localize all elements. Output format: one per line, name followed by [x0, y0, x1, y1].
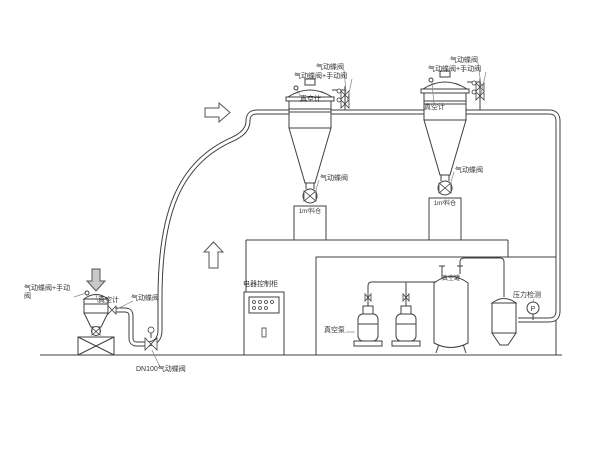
valve-bowtie-left: [144, 337, 152, 351]
vacuum-pump-2: [391, 305, 421, 347]
pump-base: [353, 340, 383, 347]
receiver-left: [285, 78, 350, 241]
pipe-outline: [114, 109, 561, 347]
top-valve-upper: [475, 82, 481, 92]
valve-actuator-icon: [471, 80, 477, 86]
label-vacuum-pump: 真空泵: [324, 327, 345, 334]
valve-actuator-icon: [336, 88, 342, 94]
label-dn100-valve: DN100气动蝶阀: [136, 366, 186, 373]
vacuum-buffer-tank: [433, 265, 469, 354]
label-vacuum-gauge-feeder: 真空计: [98, 297, 119, 304]
flow-arrow-right-icon: [204, 101, 231, 124]
pipe-bore: [114, 110, 560, 346]
filter-to-tank-pipe: [459, 257, 505, 297]
label-vacuum-gauge-right: 真空计: [424, 104, 445, 111]
top-valve-lower: [475, 91, 481, 101]
label-vacuum-tank: 真空罐: [441, 276, 460, 282]
filter-body: [491, 302, 517, 334]
pump-body: [357, 313, 379, 342]
filter-cone: [491, 332, 517, 346]
label-control-cabinet: 电器控制柜: [243, 281, 278, 288]
label-combo-valve-left-top: 气动蝶阀+手动阀: [294, 73, 348, 80]
cabinet-handle: [261, 327, 267, 338]
feeder-outlet-valve: [107, 305, 113, 315]
label-vacuum-gauge-left: 真空计: [300, 96, 321, 103]
flow-arrows: [85, 101, 231, 292]
label-discharge-valve-left: 气动蝶阀: [320, 175, 348, 182]
control-cabinet: [243, 291, 285, 356]
label-combo-valve-feeder: 气动蝶阀+手动阀: [24, 285, 71, 301]
receiver-cone: [423, 119, 467, 176]
filter-separator: [490, 298, 518, 346]
top-valve-upper: [340, 90, 346, 100]
lid-flange: [420, 88, 470, 94]
leader-lines: [73, 62, 535, 368]
pump-body: [395, 313, 417, 342]
tank-shell: [433, 276, 469, 348]
top-valve-lower: [340, 99, 346, 109]
feed-arrow-down-icon: [85, 268, 107, 292]
cabinet-panel: [248, 296, 280, 314]
label-pneumatic-valve-right-top: 气动蝶阀: [450, 57, 478, 64]
pump-header-pipe: [367, 268, 443, 306]
receiver-cone: [288, 127, 332, 184]
feeder-station: [77, 290, 117, 356]
pump-base: [391, 340, 421, 347]
pressure-gauge: P: [526, 301, 540, 320]
label-pneumatic-valve-feeder: 气动蝶阀: [131, 295, 159, 302]
top-nozzle: [304, 78, 316, 86]
label-silo-right: 1m³料仓: [433, 201, 457, 207]
flow-arrow-up-icon: [202, 241, 225, 269]
receiver-body: [423, 92, 467, 121]
receiver-body: [288, 100, 332, 129]
vacuum-pump-1: [353, 305, 383, 347]
label-discharge-valve-right: 气动蝶阀: [455, 167, 483, 174]
label-combo-valve-right-top: 气动蝶阀+手动阀: [428, 66, 482, 73]
label-pneumatic-valve-left-top: 气动蝶阀: [316, 64, 344, 71]
silo-box-left: [293, 205, 327, 241]
receiver-dome: [421, 81, 469, 90]
vacuum-gauge-port: [428, 77, 434, 83]
valve-actuator-icon: [336, 97, 342, 103]
valve-actuator: [147, 326, 155, 334]
top-nozzle: [439, 70, 451, 78]
label-silo-left: 1m³料仓: [298, 209, 322, 215]
valve-bowtie-right: [150, 337, 158, 351]
pressure-gauge-letter: P: [531, 306, 536, 313]
cabinet-body: [243, 291, 285, 356]
silo-box-right: [428, 197, 462, 241]
receiver-right: [420, 70, 485, 241]
feeder-cone: [83, 312, 109, 328]
vacuum-gauge-port: [293, 85, 299, 91]
main-pipe: [114, 109, 561, 347]
vacuum-pump-room: P: [353, 257, 540, 354]
label-pressure-detection: 压力检测: [513, 292, 541, 299]
dn100-butterfly-valve: [144, 326, 158, 351]
valve-actuator-icon: [471, 89, 477, 95]
